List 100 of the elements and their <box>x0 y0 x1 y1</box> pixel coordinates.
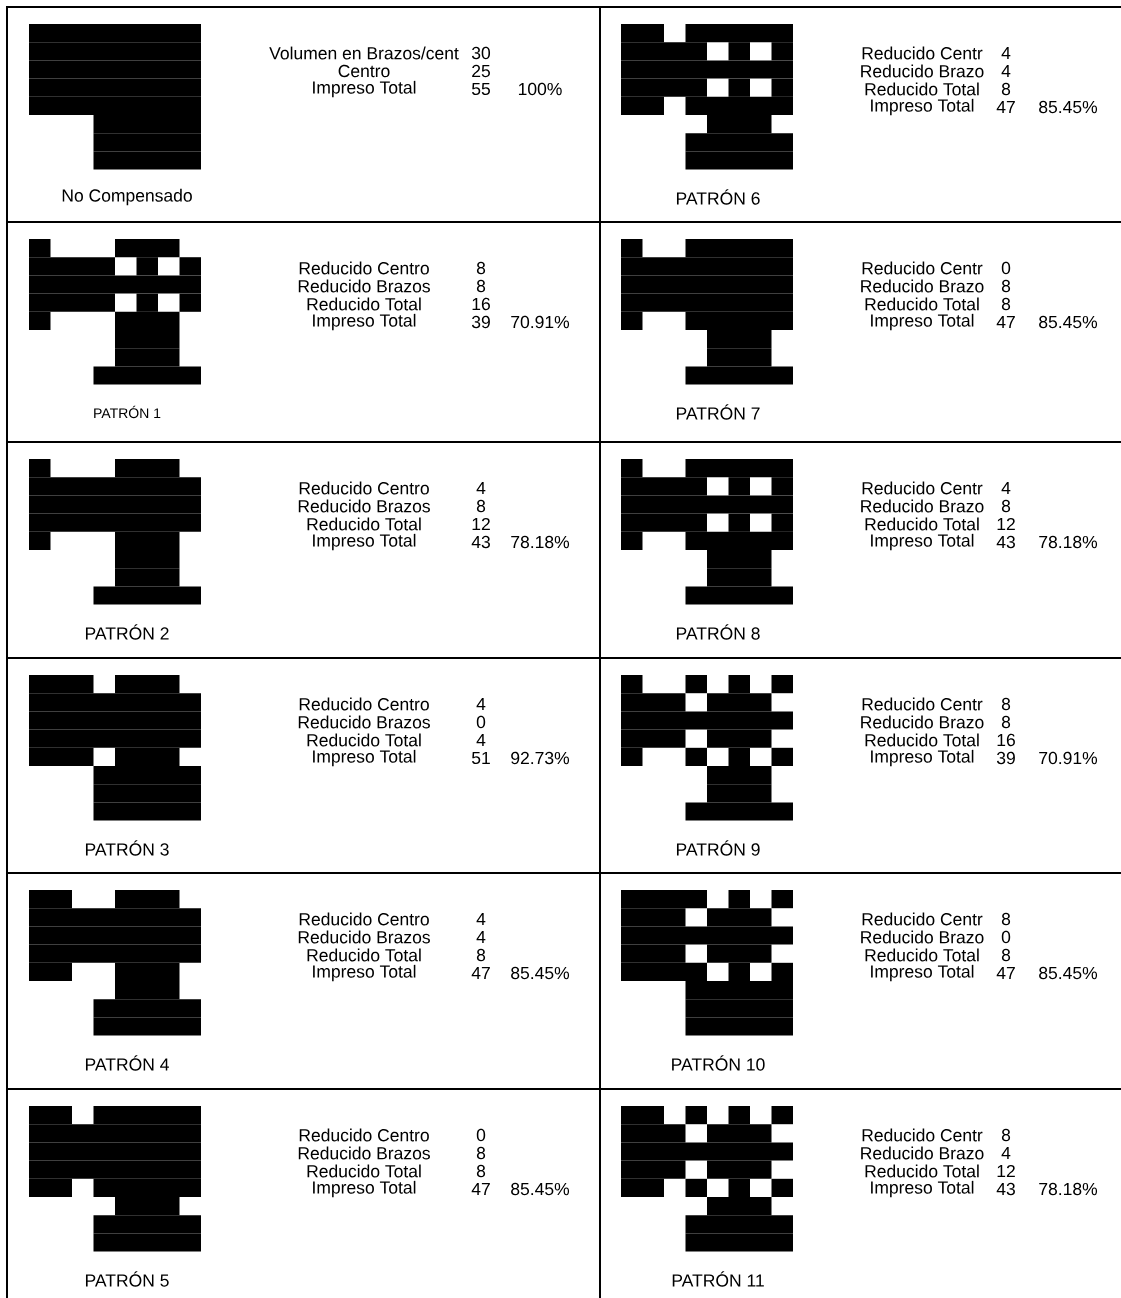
row-label: Reducido Brazos <box>298 499 430 513</box>
percentage-text: 85.45% <box>511 1182 570 1196</box>
percentage-text: 78.18% <box>511 535 570 549</box>
row-label: Reducido Centr <box>862 46 983 60</box>
value-text: 47 <box>471 1183 490 1196</box>
percentage-text: 85.45% <box>1039 100 1098 114</box>
row-label: Reducido Centro <box>299 912 429 926</box>
value-text: 8 <box>476 1146 486 1160</box>
row-label: Reducido Centr <box>862 481 983 495</box>
value-text: 12 <box>997 1164 1015 1178</box>
row-label: Impreso Total <box>313 533 416 551</box>
value-text: 47 <box>996 101 1015 114</box>
percentage-text: 85.45% <box>1039 315 1098 329</box>
percentage-text: 70.91% <box>511 315 570 329</box>
row-label: Reducido Centr <box>862 1128 983 1142</box>
value-text: 4 <box>476 698 486 711</box>
pattern-label: PATRÓN 2 <box>86 624 169 640</box>
percentage-text: 85.45% <box>1039 966 1098 980</box>
row-label: Impreso Total <box>313 313 416 331</box>
value-text: 39 <box>471 315 490 329</box>
value-text: 4 <box>476 913 486 926</box>
value-text: 4 <box>1001 47 1011 60</box>
value-text: 8 <box>1001 948 1011 962</box>
value-text: 4 <box>1001 482 1011 495</box>
row-label: Reducido Total <box>865 948 979 962</box>
row-label: Reducido Brazo <box>861 279 984 293</box>
row-label: Reducido Total <box>865 733 979 747</box>
value-text: 16 <box>997 733 1015 747</box>
row-label: Reducido Brazo <box>861 499 984 513</box>
value-text: 39 <box>996 751 1015 765</box>
row-label: Reducido Centr <box>862 261 983 275</box>
value-text: 8 <box>1001 499 1011 513</box>
value-text: 8 <box>476 261 486 275</box>
row-label: Reducido Total <box>865 82 979 96</box>
pattern-label: PATRÓN 7 <box>677 404 760 420</box>
pattern-label: PATRÓN 8 <box>677 624 760 640</box>
value-text: 8 <box>1001 1128 1011 1142</box>
pattern-label: PATRÓN 11 <box>672 1271 764 1287</box>
value-text: 8 <box>1001 279 1011 293</box>
row-label: Reducido Centro <box>299 261 429 275</box>
value-text: 47 <box>996 316 1015 329</box>
row-label: Reducido Brazo <box>861 64 984 78</box>
value-text: 43 <box>471 535 490 549</box>
row-label: Reducido Total <box>307 1164 421 1178</box>
pattern-label: No Compensado <box>62 188 192 206</box>
value-text: 0 <box>476 1128 486 1142</box>
row-label: Impreso Total <box>313 80 416 98</box>
row-label: Reducido Total <box>307 517 421 531</box>
value-text: 8 <box>1001 697 1011 711</box>
row-label: Reducido Centro <box>299 697 429 711</box>
value-text: 47 <box>996 967 1015 980</box>
value-text: 25 <box>472 64 490 78</box>
percentage-text: 78.18% <box>1039 535 1098 549</box>
row-label: Impreso Total <box>871 98 974 116</box>
row-label: Impreso Total <box>871 313 974 331</box>
value-text: 30 <box>471 46 491 60</box>
percentage-text: 85.45% <box>511 966 570 980</box>
value-text: 4 <box>1001 65 1011 78</box>
percentage-text: 70.91% <box>1039 751 1098 765</box>
pattern-label: PATRÓN 6 <box>677 189 760 205</box>
row-label: Reducido Brazo <box>861 930 984 944</box>
row-label: Impreso Total <box>871 1180 974 1198</box>
value-text: 4 <box>476 482 486 495</box>
row-label: Reducido Centro <box>299 1128 429 1142</box>
value-text: 0 <box>476 715 486 729</box>
row-label: Impreso Total <box>313 749 416 767</box>
row-label: Reducido Brazos <box>298 715 430 729</box>
row-label: Reducido Brazos <box>298 279 430 293</box>
value-text: 51 <box>471 751 490 765</box>
pattern-label: PATRÓN 10 <box>672 1055 765 1071</box>
value-text: 4 <box>476 734 486 747</box>
row-label: Impreso Total <box>871 964 974 982</box>
row-label: Reducido Brazo <box>861 1146 984 1160</box>
pattern-label: PATRÓN 1 <box>94 405 161 419</box>
value-text: 8 <box>1001 297 1011 311</box>
value-text: 8 <box>476 279 486 293</box>
value-text: 8 <box>1001 82 1011 96</box>
value-text: 43 <box>996 1182 1015 1196</box>
row-label: Reducido Total <box>865 1164 979 1178</box>
row-label: Reducido Total <box>307 733 421 747</box>
value-text: 0 <box>1001 930 1011 944</box>
pattern-label: PATRÓN 4 <box>86 1055 169 1071</box>
percentage-text: 100% <box>518 82 562 96</box>
value-text: 8 <box>476 1164 486 1178</box>
row-label: Centro <box>338 64 390 78</box>
percentage-text: 92.73% <box>511 751 570 765</box>
value-text: 47 <box>471 967 490 980</box>
row-label: Reducido Brazo <box>861 715 984 729</box>
value-text: 12 <box>472 517 490 531</box>
row-label: Volumen en Brazos/cent <box>269 46 459 60</box>
row-label: Impreso Total <box>313 1180 416 1198</box>
pattern-label: PATRÓN 9 <box>677 840 760 856</box>
value-text: 12 <box>997 517 1015 531</box>
row-label: Reducido Brazos <box>298 1146 430 1160</box>
row-label: Reducido Total <box>307 297 421 311</box>
row-label: Impreso Total <box>871 533 974 551</box>
row-label: Impreso Total <box>313 964 416 982</box>
value-text: 0 <box>1001 261 1011 275</box>
row-label: Reducido Total <box>307 948 421 962</box>
pattern-label: PATRÓN 5 <box>86 1271 169 1287</box>
